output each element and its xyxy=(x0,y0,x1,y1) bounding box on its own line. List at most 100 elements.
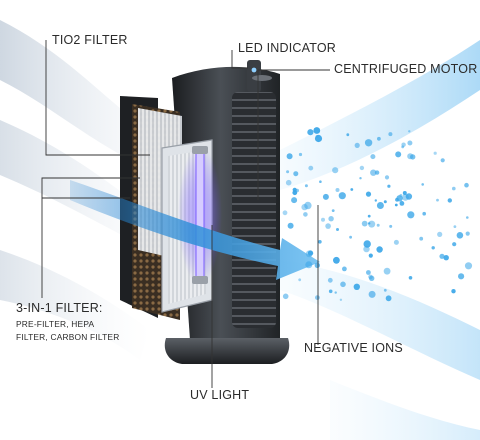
ion-dot xyxy=(370,169,377,176)
ion-dot xyxy=(303,212,308,217)
label-3in1-filter: 3-IN-1 FILTER: xyxy=(16,301,103,315)
label-3in1-detail-2: FILTER, CARBON FILTER xyxy=(16,332,120,342)
ion-dot xyxy=(387,184,391,188)
ion-dot xyxy=(322,193,329,200)
ion-dot xyxy=(456,232,464,239)
ion-dot xyxy=(370,154,376,160)
ion-dot xyxy=(419,236,424,241)
ion-dot xyxy=(342,266,347,272)
centrifuged-motor-cap xyxy=(252,75,272,81)
ion-dot xyxy=(304,201,312,210)
leader-centrifuged-motor xyxy=(257,69,330,200)
ion-dot xyxy=(314,134,323,143)
ion-dot xyxy=(407,140,413,146)
ion-dot xyxy=(349,235,352,239)
ion-dot xyxy=(291,197,298,204)
ion-dot xyxy=(332,167,339,174)
ion-dot xyxy=(451,289,456,294)
ion-dot xyxy=(458,273,465,280)
ion-dot xyxy=(321,217,325,222)
ion-dot xyxy=(408,130,411,133)
ion-dot xyxy=(399,193,403,197)
airflow-arrow xyxy=(70,180,320,280)
ion-dot xyxy=(363,240,371,248)
ion-dot xyxy=(287,222,294,229)
leader-3in1-filter-a xyxy=(41,177,140,298)
ion-dot xyxy=(395,151,402,158)
ion-dot xyxy=(301,203,308,211)
leader-lines xyxy=(41,40,330,388)
led-indicator-light xyxy=(251,67,257,73)
ion-dot xyxy=(331,209,335,213)
ion-dot xyxy=(350,188,354,191)
negative-ions-cloud xyxy=(282,127,473,302)
ion-dot xyxy=(363,245,370,253)
ion-dot xyxy=(361,220,368,227)
ion-dot xyxy=(402,191,407,195)
ion-dot xyxy=(376,202,384,209)
ion-dot xyxy=(282,210,288,216)
ion-dot xyxy=(437,231,443,237)
ion-dot xyxy=(286,153,293,160)
ion-dot xyxy=(376,223,380,227)
ion-dot xyxy=(389,224,393,228)
label-led-indicator: LED INDICATOR xyxy=(238,41,336,55)
ion-dot xyxy=(440,158,445,163)
ion-dot xyxy=(402,194,409,201)
ion-dot xyxy=(368,290,376,298)
ion-dot xyxy=(365,191,372,197)
ion-dot xyxy=(315,295,320,300)
ion-dot xyxy=(399,201,405,206)
ion-dot xyxy=(408,276,413,280)
ion-dot xyxy=(364,139,373,147)
led-indicator-panel xyxy=(247,60,261,92)
ion-dot xyxy=(335,188,340,192)
ion-dot xyxy=(346,133,350,137)
ion-dot xyxy=(339,298,343,301)
ion-dot xyxy=(315,135,319,138)
ion-dot xyxy=(368,222,371,225)
ion-dot xyxy=(327,277,333,283)
ion-dot xyxy=(359,165,365,171)
ion-dot xyxy=(368,253,373,258)
ion-dot xyxy=(368,220,376,228)
ion-dot xyxy=(307,129,314,136)
label-centrifuged-motor: CENTRIFUGED MOTOR xyxy=(334,62,478,76)
purifier-base xyxy=(164,338,290,364)
ion-dot xyxy=(384,175,390,180)
ion-dot xyxy=(328,289,333,294)
ion-dot xyxy=(333,256,340,264)
label-tio2-filter: TIO2 FILTER xyxy=(52,33,128,47)
ion-dot xyxy=(340,281,346,288)
ion-dot xyxy=(439,253,445,259)
ion-dot xyxy=(422,211,427,216)
ion-dot xyxy=(436,198,439,202)
ion-dot xyxy=(282,293,289,300)
label-negative-ions: NEGATIVE IONS xyxy=(304,341,403,355)
outgoing-air-swirl xyxy=(280,40,480,440)
ion-dot xyxy=(466,216,469,219)
ion-dot xyxy=(298,278,302,282)
ion-dot xyxy=(368,274,373,280)
ion-dot xyxy=(394,203,398,207)
ion-dot xyxy=(304,184,308,188)
ion-dot xyxy=(385,295,392,302)
ion-dot xyxy=(443,255,449,261)
ion-dot xyxy=(313,127,321,134)
ion-dot xyxy=(401,145,405,149)
ion-dot xyxy=(318,240,322,244)
leader-tio2-filter xyxy=(45,40,150,156)
ion-dot xyxy=(366,270,371,275)
label-uv-light: UV LIGHT xyxy=(190,388,250,402)
ion-dot xyxy=(452,242,457,247)
ion-dot xyxy=(307,250,314,256)
ion-dot xyxy=(354,142,360,148)
ion-dot xyxy=(464,262,473,270)
leader-led-indicator xyxy=(231,50,248,69)
ion-dot xyxy=(447,198,452,203)
ion-dot xyxy=(407,211,415,219)
ion-dot xyxy=(293,171,299,177)
ion-dot xyxy=(336,228,339,231)
ion-dot xyxy=(292,187,297,192)
